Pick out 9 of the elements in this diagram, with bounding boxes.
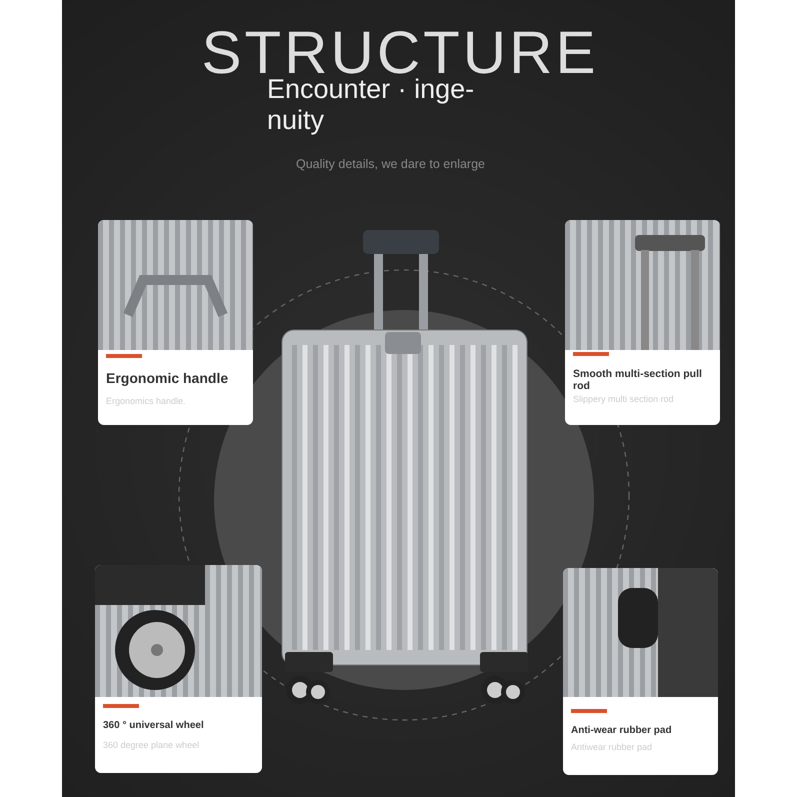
- feature-title: 360 ° universal wheel: [103, 720, 205, 731]
- feature-title: Smooth multi-section pull rod: [573, 368, 703, 392]
- feature-card: [98, 220, 253, 425]
- feature-title: Ergonomic handle: [106, 370, 230, 386]
- feature-title: Anti-wear rubber pad: [571, 725, 673, 736]
- feature-card: [565, 220, 720, 425]
- feature-card: [95, 565, 262, 773]
- tagline: Quality details, we dare to enlarge: [296, 157, 485, 171]
- feature-card: [563, 568, 718, 775]
